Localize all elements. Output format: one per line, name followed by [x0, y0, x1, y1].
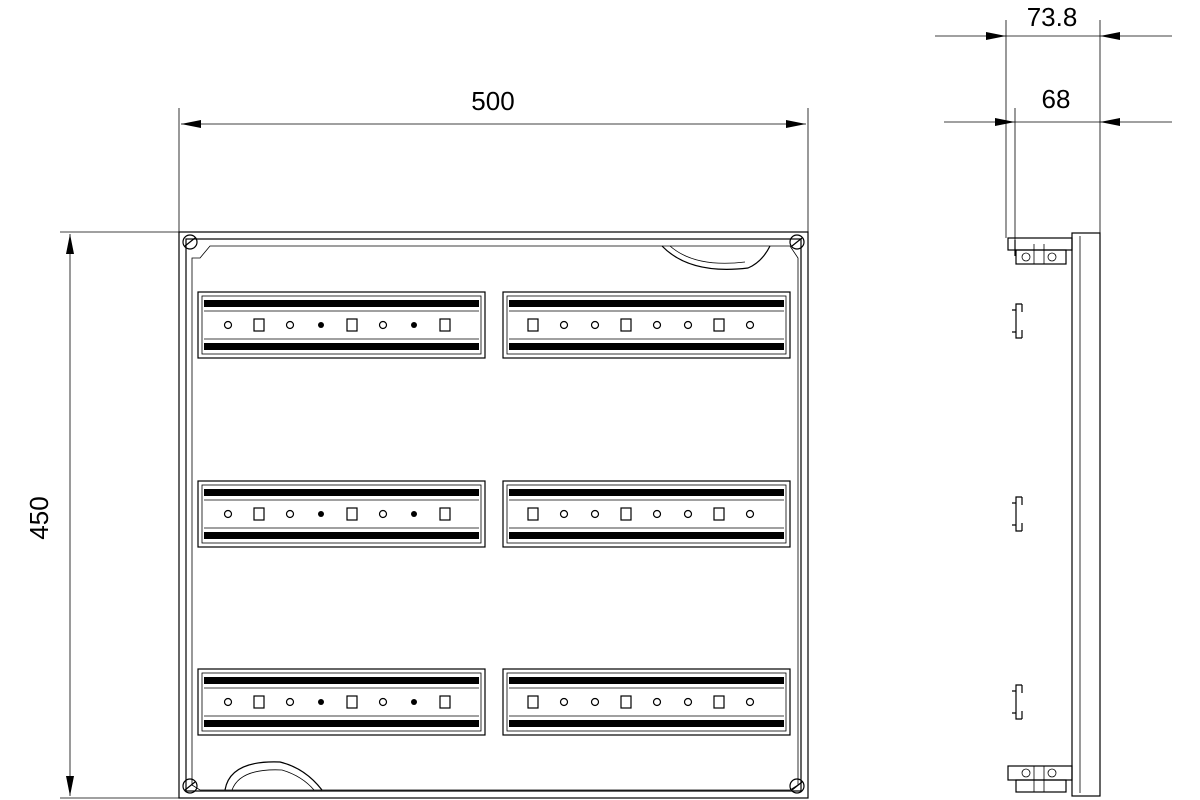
screw-top-right: [789, 234, 805, 250]
rail-slot: [527, 507, 539, 521]
rail-hole: [559, 509, 569, 519]
frame-panel: [191, 245, 799, 791]
rail-slot: [346, 318, 358, 332]
side-rail-clip: [1012, 496, 1023, 532]
rail-slot: [253, 507, 265, 521]
rail-slot: [253, 318, 265, 332]
rail-hole: [285, 509, 295, 519]
depth-inner-label: 68: [1042, 84, 1071, 114]
rail-hole: [652, 320, 662, 330]
rail-hole: [590, 697, 600, 707]
side-bracket-top: [1007, 237, 1073, 265]
side-rail-clip: [1012, 303, 1023, 339]
rail-hole: [411, 511, 417, 517]
side-view: [1007, 232, 1101, 797]
rail-hole: [223, 697, 233, 707]
side-rail-clip: [1012, 684, 1023, 720]
depth-inner-dimension: 68: [944, 84, 1172, 240]
rail-hole: [285, 320, 295, 330]
rail-hole: [223, 509, 233, 519]
rail-hole: [411, 699, 417, 705]
width-label: 500: [471, 86, 514, 116]
front-view: [178, 231, 809, 799]
rail-hole: [223, 320, 233, 330]
rail-slot: [346, 507, 358, 521]
rail-hole: [318, 511, 324, 517]
rail-hole: [411, 322, 417, 328]
rail-hole: [590, 509, 600, 519]
rail-hole: [652, 509, 662, 519]
rail-slot: [620, 695, 632, 709]
rail-slot: [253, 695, 265, 709]
rail-slot: [713, 507, 725, 521]
height-dimension: 450: [24, 231, 185, 799]
din-rail: [197, 668, 486, 736]
rail-hole: [683, 697, 693, 707]
frame-inner-rim: [185, 238, 802, 792]
rail-hole: [652, 697, 662, 707]
rail-slot: [527, 318, 539, 332]
rail-slot: [713, 318, 725, 332]
depth-outer-label: 73.8: [1027, 2, 1078, 32]
rail-slot: [439, 507, 451, 521]
rail-hole: [745, 697, 755, 707]
rail-slot: [439, 318, 451, 332]
height-label: 450: [24, 496, 54, 539]
screw-bottom-left: [182, 778, 198, 794]
rail-hole: [745, 509, 755, 519]
side-frame: [1071, 232, 1101, 797]
rail-slot: [620, 318, 632, 332]
rail-slot: [713, 695, 725, 709]
side-bracket-bottom: [1007, 765, 1073, 793]
din-rail-group: [197, 291, 791, 736]
width-dimension: 500: [178, 86, 809, 232]
cable-cutout-bottom: [224, 761, 323, 791]
rail-hole: [683, 320, 693, 330]
frame-outer: [178, 231, 809, 799]
screw-bottom-right: [789, 778, 805, 794]
din-rail: [502, 668, 791, 736]
depth-outer-dimension: 73.8: [935, 2, 1172, 238]
rail-hole: [590, 320, 600, 330]
rail-hole: [318, 322, 324, 328]
rail-hole: [559, 320, 569, 330]
cable-cutout-top: [661, 245, 771, 270]
din-rail: [502, 480, 791, 548]
din-rail: [197, 291, 486, 359]
din-rail: [197, 480, 486, 548]
rail-hole: [683, 509, 693, 519]
rail-hole: [285, 697, 295, 707]
rail-slot: [346, 695, 358, 709]
rail-hole: [378, 509, 388, 519]
rail-slot: [527, 695, 539, 709]
din-rail: [502, 291, 791, 359]
rail-hole: [378, 697, 388, 707]
rail-hole: [559, 697, 569, 707]
side-clip-group: [1012, 303, 1023, 720]
rail-hole: [378, 320, 388, 330]
rail-hole: [318, 699, 324, 705]
rail-slot: [439, 695, 451, 709]
rail-slot: [620, 507, 632, 521]
rail-hole: [745, 320, 755, 330]
screw-top-left: [182, 234, 198, 250]
